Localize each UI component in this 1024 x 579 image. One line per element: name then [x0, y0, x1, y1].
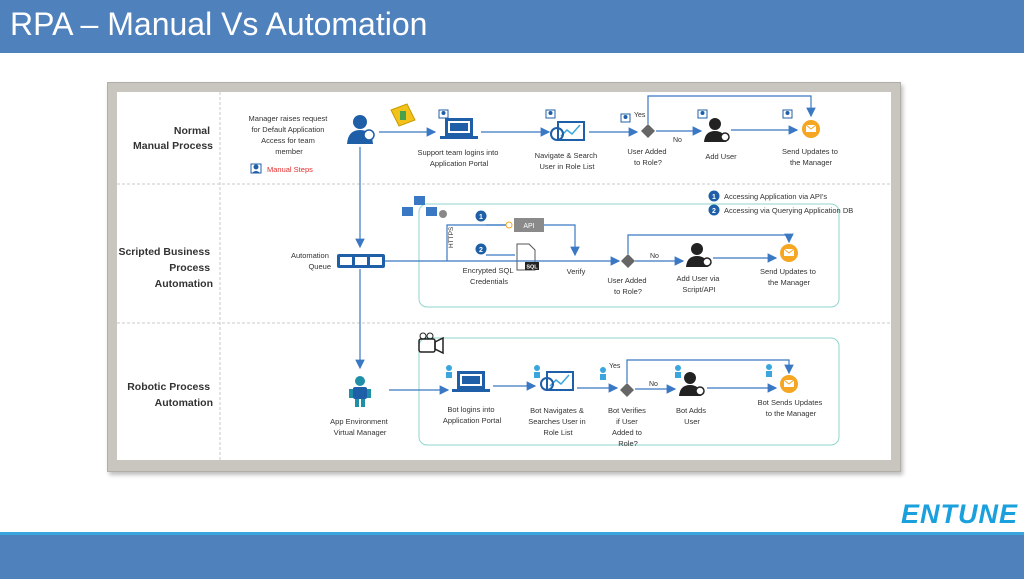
manual-steps-legend: Manual Steps — [267, 165, 313, 174]
legend-db: Accessing via Querying Application DB — [724, 206, 853, 215]
bot-login-laptop-icon — [452, 371, 490, 392]
manual-step-icon — [697, 109, 708, 119]
robotic-no-label: No — [649, 381, 658, 388]
manual-step-icon — [782, 109, 793, 119]
bot-navigate-text: Bot Navigates & Searches User in Role Li… — [528, 406, 588, 437]
process-diagram: Normal Manual Process Scripted Business … — [117, 92, 891, 460]
manual-step-icon — [620, 113, 631, 123]
entune-logo-text: ENTUNE — [901, 499, 1018, 529]
script-add-user-icon — [686, 243, 712, 267]
request-ticket-icon — [390, 103, 416, 127]
scripted-flow-arrows — [355, 224, 794, 370]
path-badge-2 — [475, 243, 487, 255]
bot-login-text: Bot logins into Application Portal — [443, 405, 502, 425]
slide-title: RPA – Manual Vs Automation — [10, 6, 428, 42]
manual-add-user-text: Add User — [705, 152, 737, 161]
robotic-flow-arrows — [389, 359, 794, 395]
encrypted-credentials-text: Encrypted SQL Credentials — [463, 266, 516, 286]
manual-yes-label: Yes — [634, 112, 646, 119]
legend-badge-1-number: 1 — [712, 194, 716, 201]
manual-send-text: Send Updates to the Manager — [782, 147, 840, 167]
scripted-group-box — [418, 203, 840, 308]
bot-step-icon — [766, 364, 772, 377]
manual-step-icon — [438, 109, 449, 119]
title-bar: RPA – Manual Vs Automation — [0, 0, 1024, 53]
path-badge-1-number: 1 — [479, 214, 483, 221]
api-box — [514, 218, 544, 232]
manual-step-icon — [545, 109, 556, 119]
sql-label: SQL — [526, 265, 538, 271]
footer-bar — [0, 532, 1024, 579]
legend-api: Accessing Application via API's — [724, 192, 827, 201]
network-icon — [402, 196, 447, 218]
manual-steps-legend-icon — [250, 163, 262, 174]
manager-request-text: Manager raises request for Default Appli… — [249, 114, 330, 156]
scripted-decision-diamond — [621, 254, 635, 268]
robot-icon — [349, 376, 371, 407]
sql-document-icon — [516, 243, 539, 271]
queue-icon — [337, 254, 385, 268]
https-label: HTTPS — [448, 226, 455, 248]
legend-badge-1 — [708, 190, 720, 202]
manager-icon — [347, 115, 375, 144]
login-laptop-icon — [440, 118, 478, 139]
api-connector — [505, 221, 513, 229]
scripted-send-text: Send Updates to the Manager — [760, 267, 818, 287]
bot-step-icon — [675, 365, 681, 378]
manual-flow-arrows — [355, 95, 816, 249]
bot-add-user-text: Bot Adds User — [676, 406, 708, 426]
script-add-user-text: Add User via Script/API — [676, 274, 721, 294]
automation-queue-text: Automation Queue — [291, 251, 331, 271]
manual-decision-diamond — [641, 124, 655, 138]
verify-text: Verify — [567, 267, 586, 276]
robotic-yes-label: Yes — [609, 363, 621, 370]
path-badge-1 — [475, 210, 487, 222]
robotic-group-box — [418, 337, 840, 446]
entune-logo: ENTUNE — [901, 499, 1018, 529]
bot-add-user-icon — [679, 372, 705, 396]
camera-icon — [418, 332, 444, 355]
bot-step-icon — [534, 365, 540, 378]
scripted-mail-icon — [780, 244, 798, 262]
manual-decision-text: User Added to Role? — [627, 147, 668, 167]
bot-step-icon — [600, 367, 606, 380]
robotic-decision-diamond — [620, 383, 634, 397]
scripted-decision-text: User Added to Role? — [607, 276, 648, 296]
search-chart-icon — [550, 121, 585, 141]
api-label: API — [523, 223, 534, 230]
bot-search-chart-icon — [540, 371, 574, 391]
legend-badge-2 — [708, 204, 720, 216]
row-label-manual: Normal Manual Process — [133, 125, 213, 152]
path-badge-2-number: 2 — [479, 247, 483, 254]
diagram-background — [117, 92, 891, 460]
navigate-search-text: Navigate & Search User in Role List — [535, 151, 600, 171]
virtual-manager-text: App Environment Virtual Manager — [330, 417, 390, 437]
bot-verify-text: Bot Verifies if User Added to Role? — [608, 406, 648, 448]
manual-no-label: No — [673, 137, 682, 144]
scripted-no-label: No — [650, 253, 659, 260]
row-label-robotic: Robotic Process Automation — [127, 381, 213, 409]
legend-badge-2-number: 2 — [712, 208, 716, 215]
bot-mail-icon — [780, 375, 798, 393]
add-user-icon — [704, 118, 730, 142]
bot-step-icon — [446, 365, 452, 378]
support-login-text: Support team logins into Application Por… — [418, 148, 501, 168]
mail-icon — [802, 120, 820, 138]
bot-send-text: Bot Sends Updates to the Manager — [758, 398, 825, 418]
row-label-scripted: Scripted Business Process Automation — [118, 246, 213, 290]
